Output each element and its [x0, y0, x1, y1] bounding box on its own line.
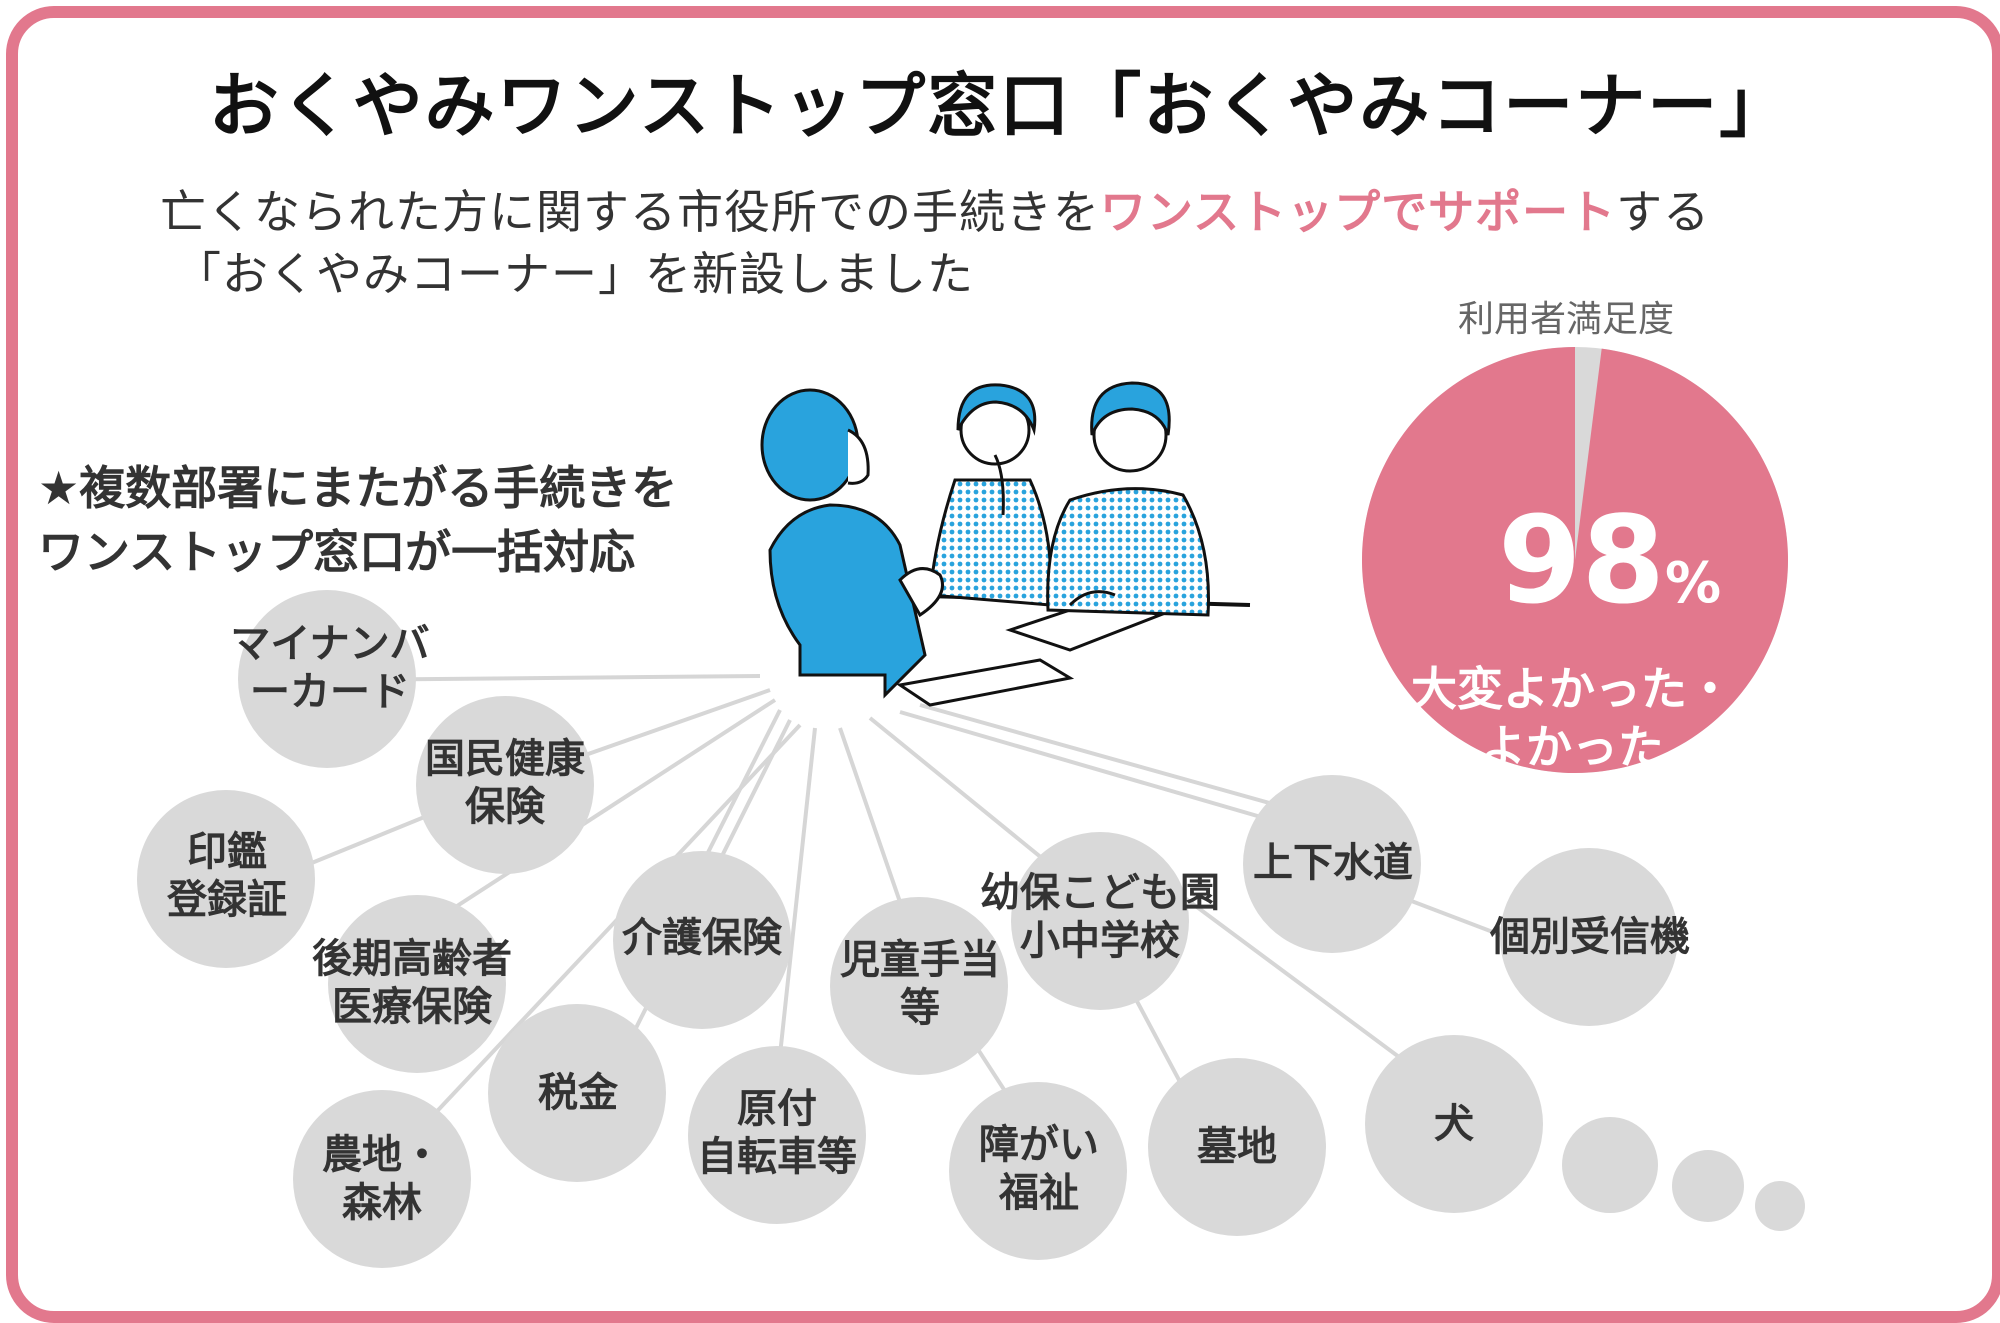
procedure-bubble — [488, 1004, 666, 1182]
procedure-bubble — [613, 851, 791, 1029]
procedure-bubble — [238, 590, 416, 768]
procedure-bubble — [1011, 832, 1189, 1010]
procedure-bubble — [328, 895, 506, 1073]
satisfaction-percent: 98% — [1498, 492, 1721, 631]
procedure-label-health-insurance: 国民健康保険 — [425, 736, 585, 830]
procedure-label-grave: 墓地 — [1197, 1124, 1277, 1170]
procedure-bubble — [416, 696, 594, 874]
procedure-label-seal-registration: 印鑑登録証 — [167, 829, 287, 923]
procedure-bubble — [1148, 1058, 1326, 1236]
procedure-label-disability: 障がい福祉 — [979, 1122, 1099, 1216]
satisfaction-label-line2: よかった — [1480, 720, 1664, 774]
satisfaction-label: 大変よかった・ よかった — [1342, 660, 1802, 776]
counter-illustration — [760, 381, 1251, 707]
procedure-bubble — [1500, 848, 1678, 1026]
lead-text: ★複数部署にまたがる手続きを ワンストップ窓口が一括対応 — [38, 456, 677, 584]
procedure-bubble — [1243, 775, 1421, 953]
procedure-label-school: 幼保こども園小中学校 — [980, 870, 1220, 964]
subtitle-highlight: ワンストップでサポート — [1100, 185, 1617, 239]
procedure-label-elderly-medical: 後期高齢者医療保険 — [312, 936, 512, 1030]
subtitle-text-end: する — [1616, 185, 1711, 239]
percent-number: 98 — [1498, 492, 1665, 631]
satisfaction-pie — [1362, 347, 1788, 773]
procedure-label-receiver: 個別受信機 — [1490, 914, 1690, 960]
procedure-label-water: 上下水道 — [1253, 840, 1413, 886]
procedure-label-dog: 犬 — [1434, 1101, 1474, 1147]
pie-slice-satisfied — [1362, 347, 1788, 773]
procedure-label-my-number: マイナンバーカード — [230, 621, 430, 715]
lead-line2: ワンストップ窓口が一括対応 — [38, 525, 636, 579]
page-title: おくやみワンストップ窓口「おくやみコーナー」 — [208, 65, 1792, 147]
subtitle-line1: 亡くなられた方に関する市役所での手続きをワンストップでサポートする — [160, 176, 1710, 242]
subtitle-text: 亡くなられた方に関する市役所での手続きを — [160, 185, 1100, 239]
satisfaction-caption: 利用者満足度 — [1458, 299, 1675, 340]
percent-sign: % — [1665, 551, 1722, 616]
procedure-bubble — [688, 1046, 866, 1224]
procedure-label-motorbike: 原付自転車等 — [697, 1086, 857, 1180]
lead-line1: ★複数部署にまたがる手続きを — [38, 461, 678, 515]
procedure-label-nursing-insurance: 介護保険 — [622, 915, 782, 961]
procedure-bubble — [1365, 1035, 1543, 1213]
procedure-label-farmland: 農地・森林 — [322, 1132, 442, 1226]
procedure-bubble — [137, 790, 315, 968]
procedure-bubble — [293, 1090, 471, 1268]
more-bubble-large — [1562, 1117, 1658, 1213]
procedure-label-child-allowance: 児童手当等 — [840, 937, 1000, 1031]
procedure-bubble — [830, 897, 1008, 1075]
procedure-bubble — [949, 1082, 1127, 1260]
satisfaction-label-line1: 大変よかった・ — [1411, 662, 1733, 716]
subtitle-line2: 「おくやみコーナー」を新設しました — [175, 247, 974, 301]
more-bubble-small — [1755, 1181, 1805, 1231]
procedure-label-tax: 税金 — [538, 1070, 618, 1116]
more-bubble-medium — [1672, 1150, 1744, 1222]
